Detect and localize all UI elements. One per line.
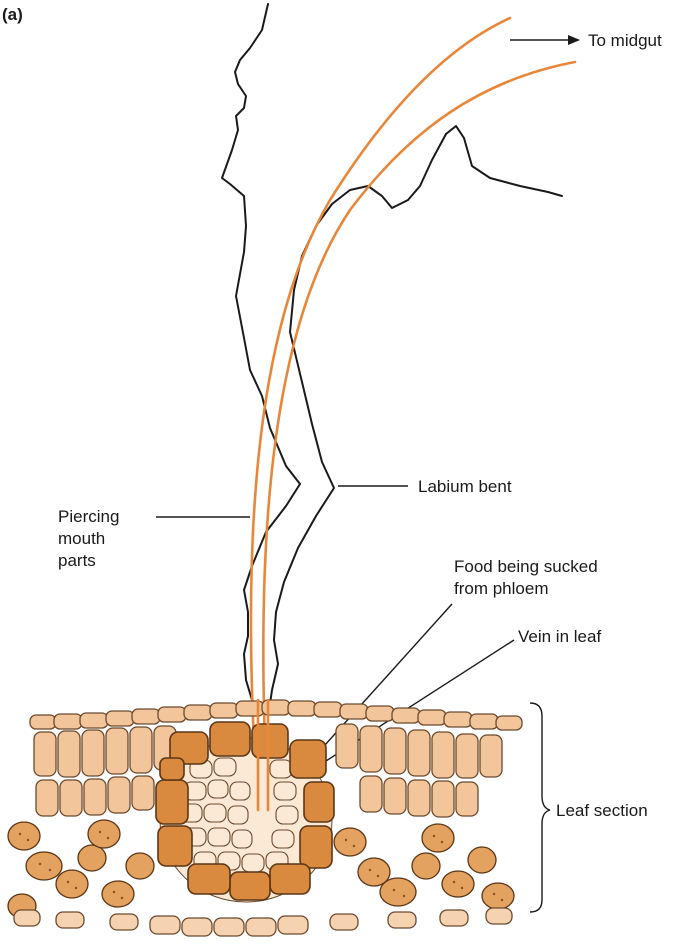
food-label-line2: from phloem <box>454 579 548 598</box>
piercing-label-line3: parts <box>58 551 96 570</box>
leaf-section-bracket <box>530 703 550 912</box>
labium-bent-label: Labium bent <box>418 477 512 496</box>
piercing-label-line2: mouth <box>58 529 105 548</box>
lower-epidermis <box>14 908 512 936</box>
panel-label: (a) <box>2 5 23 24</box>
vein-label: Vein in leaf <box>518 627 601 646</box>
piercing-mouth-parts <box>251 18 575 810</box>
food-label-line1: Food being sucked <box>454 557 598 576</box>
leaf-section-label: Leaf section <box>556 801 648 820</box>
midgut-arrow <box>510 35 580 45</box>
piercing-label-line1: Piercing <box>58 507 119 526</box>
leaf-cross-section <box>8 700 522 936</box>
to-midgut-label: To midgut <box>588 31 662 50</box>
